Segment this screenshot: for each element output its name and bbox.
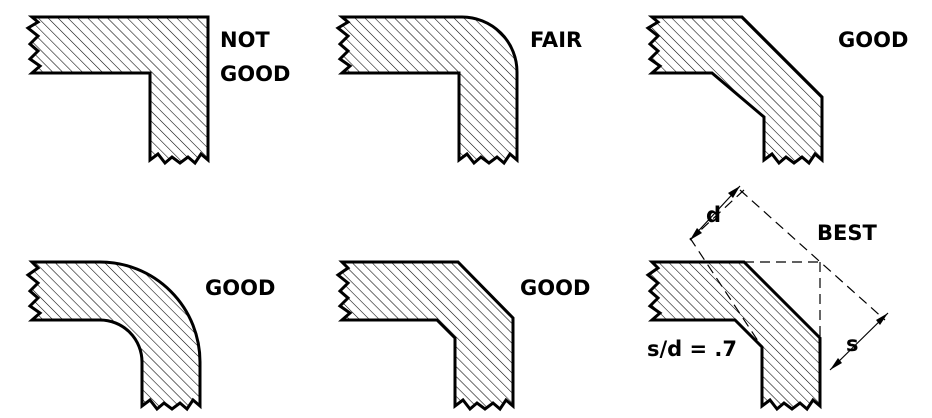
- dashed-outer-chamfer-extension: [739, 189, 886, 321]
- both-round-shape: [25, 260, 202, 412]
- panel-both-round: GOOD: [25, 260, 275, 412]
- label-good-inner-chamfer: GOOD: [520, 276, 590, 300]
- dim-d-label: d: [706, 203, 721, 227]
- square-corner-shape: [25, 15, 210, 166]
- label-fair: FAIR: [530, 28, 582, 52]
- label-best: BEST: [817, 221, 877, 245]
- dim-d-arrow-bottom: [690, 228, 702, 240]
- label-not: NOT: [220, 28, 270, 52]
- label-good: GOOD: [220, 62, 290, 86]
- outer-chamfer-shape: [645, 15, 824, 166]
- dim-s-arrow-top: [876, 313, 888, 325]
- best-chamfer-shape: [645, 260, 822, 412]
- dashed-inner-chamfer-extension: [689, 237, 763, 348]
- dim-s-arrow-bottom: [830, 358, 842, 370]
- dashed-diagonal-reference: [689, 189, 745, 241]
- outer-round-shape: [335, 15, 519, 166]
- dim-s-label: s: [846, 332, 859, 356]
- panel-outer-round: FAIR: [335, 15, 582, 166]
- panel-inner-chamfer: GOOD: [335, 260, 590, 412]
- label-good-both-round: GOOD: [205, 276, 275, 300]
- inner-chamfer-shape: [335, 260, 515, 412]
- ratio-label: s/d = .7: [647, 337, 737, 361]
- panel-outer-chamfer: GOOD: [645, 15, 908, 166]
- panel-square-corner: NOT GOOD: [25, 15, 290, 166]
- label-good-outer-chamfer: GOOD: [838, 28, 908, 52]
- dim-d-arrow-top: [728, 186, 740, 198]
- panel-best-chamfer: d s BEST s/d = .7: [645, 185, 889, 412]
